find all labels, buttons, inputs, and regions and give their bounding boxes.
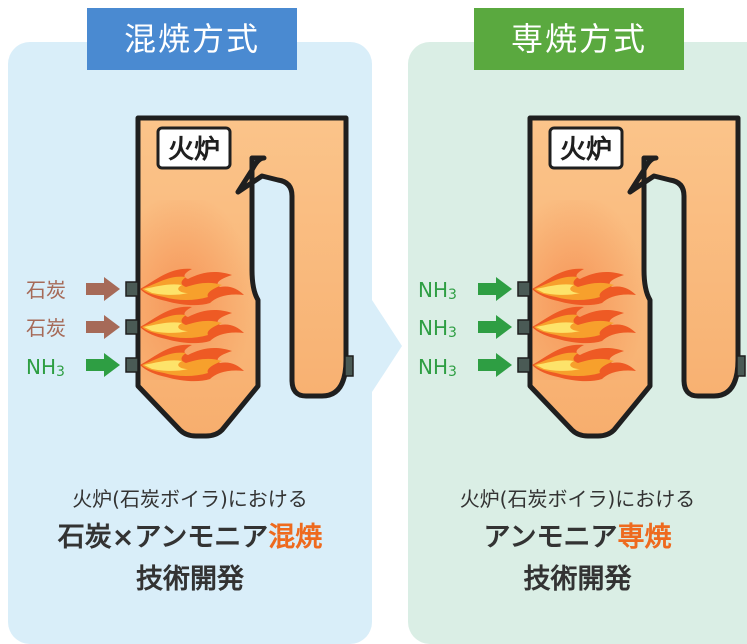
fuel-subscript: 3 xyxy=(56,364,65,380)
fuel-label: NH xyxy=(418,355,448,379)
fuel-subscript: 3 xyxy=(448,325,457,341)
fuel-arrow-left-3: NH3 xyxy=(26,353,120,380)
coal-arrow-icon xyxy=(86,315,120,339)
nh3-arrow-icon xyxy=(478,277,512,301)
furnace-label-right: 火炉 xyxy=(560,135,612,165)
exclusive-combustion-title: 専焼方式 xyxy=(474,8,684,70)
svg-text:NH3: NH3 xyxy=(418,355,457,380)
description-line3: 技術開発 xyxy=(136,564,244,595)
description-main: アンモニア xyxy=(483,522,618,553)
description-main: 石炭×アンモニア xyxy=(57,522,269,553)
furnace-label-left: 火炉 xyxy=(168,135,220,165)
mixed-description: 火炉(石炭ボイラ)における 石炭×アンモニア混焼 技術開発 xyxy=(8,482,372,600)
description-highlight: 専焼 xyxy=(617,522,672,553)
description-line1: 火炉(石炭ボイラ)における xyxy=(72,487,308,511)
mixed-combustion-title: 混焼方式 xyxy=(87,8,297,70)
burners-left xyxy=(125,268,244,382)
exclusive-description: 火炉(石炭ボイラ)における アンモニア専焼 技術開発 xyxy=(408,482,747,600)
fuel-arrow-left-2: 石炭 xyxy=(26,315,120,340)
description-highlight: 混焼 xyxy=(268,522,323,553)
fuel-label: 石炭 xyxy=(26,316,66,340)
nh3-arrow-icon xyxy=(478,315,512,339)
description-line2: アンモニア専焼 xyxy=(408,516,747,560)
fuel-arrow-right-3: NH3 xyxy=(418,353,512,380)
fuel-arrow-right-1: NH3 xyxy=(418,277,512,303)
fuel-arrow-right-2: NH3 xyxy=(418,315,512,341)
nh3-arrow-icon xyxy=(478,353,512,377)
description-line3: 技術開発 xyxy=(523,564,632,595)
mixed-boiler-diagram: 火炉 火炉 石炭 石炭 NH3 NH3 NH3 NH3 xyxy=(26,115,746,439)
fuel-label: 石炭 xyxy=(26,278,66,302)
description-line1: 火炉(石炭ボイラ)における xyxy=(459,487,696,511)
fuel-subscript: 3 xyxy=(448,364,457,380)
nh3-arrow-icon xyxy=(86,353,120,377)
burners-right xyxy=(517,268,636,382)
transition-arrow xyxy=(372,300,402,392)
fuel-label: NH xyxy=(26,355,56,379)
fuel-label: NH xyxy=(418,316,448,340)
coal-arrow-icon xyxy=(86,277,120,301)
svg-text:NH3: NH3 xyxy=(26,355,65,380)
svg-text:NH3: NH3 xyxy=(418,316,457,341)
fuel-label: NH xyxy=(418,278,448,302)
description-line2: 石炭×アンモニア混焼 xyxy=(8,516,372,560)
fuel-subscript: 3 xyxy=(448,287,457,303)
svg-text:NH3: NH3 xyxy=(418,278,457,303)
fuel-arrow-left-1: 石炭 xyxy=(26,277,120,302)
